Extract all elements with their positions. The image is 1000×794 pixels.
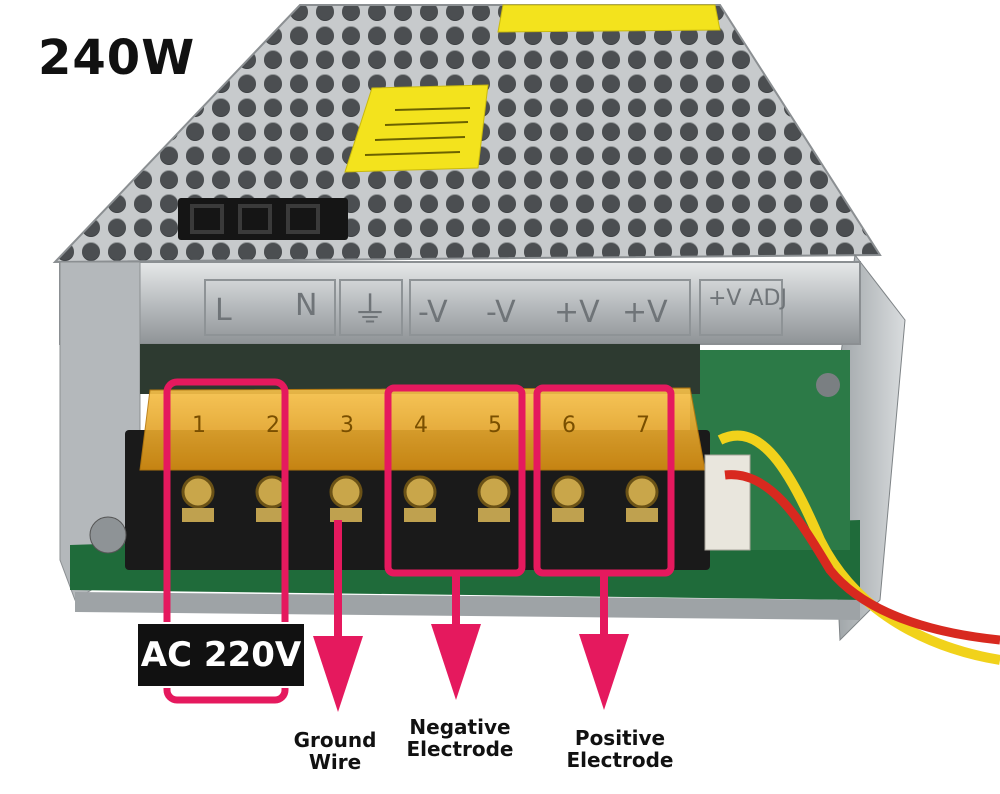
wattage-label: 240W xyxy=(38,30,196,86)
ground-wire-line2: Wire xyxy=(308,750,362,774)
terminal-number-6: 6 xyxy=(562,413,576,438)
warning-sticker xyxy=(344,84,489,173)
ac-220v-label: AC 220V xyxy=(136,622,306,688)
terminal-clamp xyxy=(626,508,658,522)
led-digits-icon xyxy=(190,204,320,234)
ground-wire-label: Ground Wire xyxy=(285,729,385,773)
sticker-text-lines xyxy=(364,107,471,156)
rail-marking: +V xyxy=(622,295,668,330)
marking-adj: +V ADJ xyxy=(708,286,787,311)
terminal-clamp xyxy=(256,508,288,522)
negative-line2: Electrode xyxy=(406,737,514,761)
terminal-number-2: 2 xyxy=(266,413,280,438)
marking-l: L xyxy=(215,293,232,328)
terminal-screws xyxy=(181,475,659,522)
rail-marking: +V xyxy=(554,295,600,330)
negative-electrode-label: Negative Electrode xyxy=(400,716,520,760)
ground-wire-line1: Ground xyxy=(293,728,377,752)
marking-n: N xyxy=(295,288,317,323)
strip-dividers xyxy=(204,279,783,336)
negative-arrowhead-icon xyxy=(431,624,481,700)
positive-electrode-label: Positive Electrode xyxy=(560,727,680,771)
negative-line1: Negative xyxy=(409,715,511,739)
terminal-clamp xyxy=(478,508,510,522)
rail-markings: -V -V +V +V xyxy=(418,295,668,330)
terminal-screw-icon xyxy=(551,475,585,509)
terminal-screw-icon xyxy=(477,475,511,509)
positive-line2: Electrode xyxy=(566,748,674,772)
terminal-clamp xyxy=(552,508,584,522)
positive-arrowhead-icon xyxy=(579,634,629,710)
terminal-number-5: 5 xyxy=(488,413,502,438)
terminal-clamp xyxy=(182,508,214,522)
terminal-number-labels: 1 2 3 4 5 6 7 xyxy=(192,413,650,438)
mount-screw-right-icon xyxy=(816,373,840,397)
ground-symbol-icon: ⏚ xyxy=(352,290,388,331)
terminal-number-1: 1 xyxy=(192,413,206,438)
terminal-number-3: 3 xyxy=(340,413,354,438)
positive-line1: Positive xyxy=(574,726,666,750)
ac-terminals-highlight xyxy=(163,378,289,704)
ground-arrowhead-icon xyxy=(313,636,363,712)
side-connector xyxy=(704,454,751,551)
red-wire xyxy=(724,470,1000,645)
mount-screw-icon xyxy=(89,516,127,554)
terminal-screw-icon xyxy=(625,475,659,509)
terminal-screw-icon xyxy=(329,475,363,509)
metal-base xyxy=(75,592,860,620)
terminal-clamp xyxy=(330,508,362,522)
terminal-number-7: 7 xyxy=(636,413,650,438)
top-sticker xyxy=(497,4,721,33)
rail-marking: -V xyxy=(486,295,516,330)
terminal-clamp xyxy=(404,508,436,522)
terminal-screw-icon xyxy=(403,475,437,509)
terminal-screw-icon xyxy=(181,475,215,509)
yellow-wire xyxy=(717,430,1000,665)
rail-marking: -V xyxy=(418,295,448,330)
terminal-number-4: 4 xyxy=(414,413,428,438)
callout-arrows xyxy=(313,520,629,712)
